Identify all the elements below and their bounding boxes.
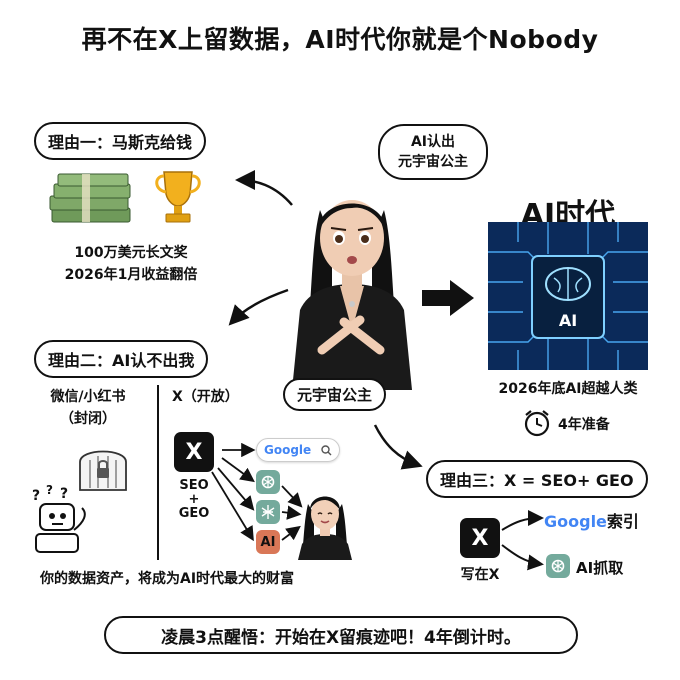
x-logo-text: X xyxy=(185,439,203,465)
google-wordmark-2: Google xyxy=(544,512,607,531)
reason2-seo: SEO xyxy=(179,478,209,493)
search-icon xyxy=(321,441,332,460)
arrow-to-reason3 xyxy=(373,424,423,470)
bubble-line2: 元宇宙公主 xyxy=(398,154,468,170)
x-logo-icon-2: X xyxy=(460,518,500,558)
reason1-label: 理由一：马斯克给钱 xyxy=(34,122,207,160)
reason2-left-title-1: 微信/小红书 xyxy=(50,389,126,405)
reason2-caption: 你的数据资产，将成为AI时代最大的财富 xyxy=(40,571,295,587)
reason2-label: 理由二：AI认不出我 xyxy=(34,340,209,378)
reason2-left-title-2: （封闭） xyxy=(60,411,116,427)
footer-banner: 凌晨3点醒悟：开始在X留痕迹吧！4年倒计时。 xyxy=(104,616,578,654)
index-text: 索引 xyxy=(606,512,639,531)
reason2-geo: GEO xyxy=(178,506,210,521)
reason2-right-title: X（开放） xyxy=(172,389,239,405)
google-search-box: Google xyxy=(256,438,340,462)
footer-text: 凌晨3点醒悟：开始在X留痕迹吧！4年倒计时。 xyxy=(161,627,521,648)
perplexity-icon xyxy=(256,500,280,524)
svg-text:?: ? xyxy=(60,486,68,502)
locked-door-icon xyxy=(74,440,132,492)
reason3-label: 理由三：X = SEO+ GEO xyxy=(426,460,648,498)
arrow-to-reason2 xyxy=(228,288,289,326)
ai-chip-label: AI xyxy=(559,311,577,330)
alarm-clock-icon xyxy=(522,408,552,438)
reason2-plus: + xyxy=(188,492,200,507)
big-arrow-right-icon xyxy=(420,278,476,318)
x-logo-text-2: X xyxy=(471,525,489,551)
reason1-line2: 2026年1月收益翻倍 xyxy=(64,267,198,283)
chatgpt-icon xyxy=(256,470,280,494)
ai-era-line2: 4年准备 xyxy=(558,417,610,433)
bubble-line1: AI认出 xyxy=(410,134,456,150)
anthropic-icon: AI xyxy=(256,530,280,554)
chatgpt-icon-2 xyxy=(546,554,570,578)
speech-bubble: AI认出 元宇宙公主 xyxy=(378,124,488,180)
anthropic-text: AI xyxy=(260,534,276,550)
x-logo-icon: X xyxy=(174,432,214,472)
ai-chip-illustration: AI xyxy=(488,222,648,370)
ai-era-line1: 2026年底AI超越人类 xyxy=(498,381,638,397)
page-title: 再不在X上留数据，AI时代你就是个Nobody xyxy=(81,25,599,54)
princess-avatar xyxy=(294,488,356,560)
google-index: Google索引 xyxy=(544,508,639,532)
reason3-write: 写在X xyxy=(460,567,500,583)
ai-fetch-text: AI抓取 xyxy=(576,559,624,577)
svg-text:?: ? xyxy=(32,488,40,504)
google-wordmark: Google xyxy=(264,443,312,457)
confused-robot-icon: ? ? ? xyxy=(26,483,98,556)
reason1-line1: 100万美元长文奖 xyxy=(74,245,188,261)
trophy-icon xyxy=(150,168,206,228)
princess-character-illustration xyxy=(282,180,422,390)
svg-text:?: ? xyxy=(46,484,53,497)
money-stack-icon xyxy=(48,172,134,227)
center-label: 元宇宙公主 xyxy=(283,378,387,411)
